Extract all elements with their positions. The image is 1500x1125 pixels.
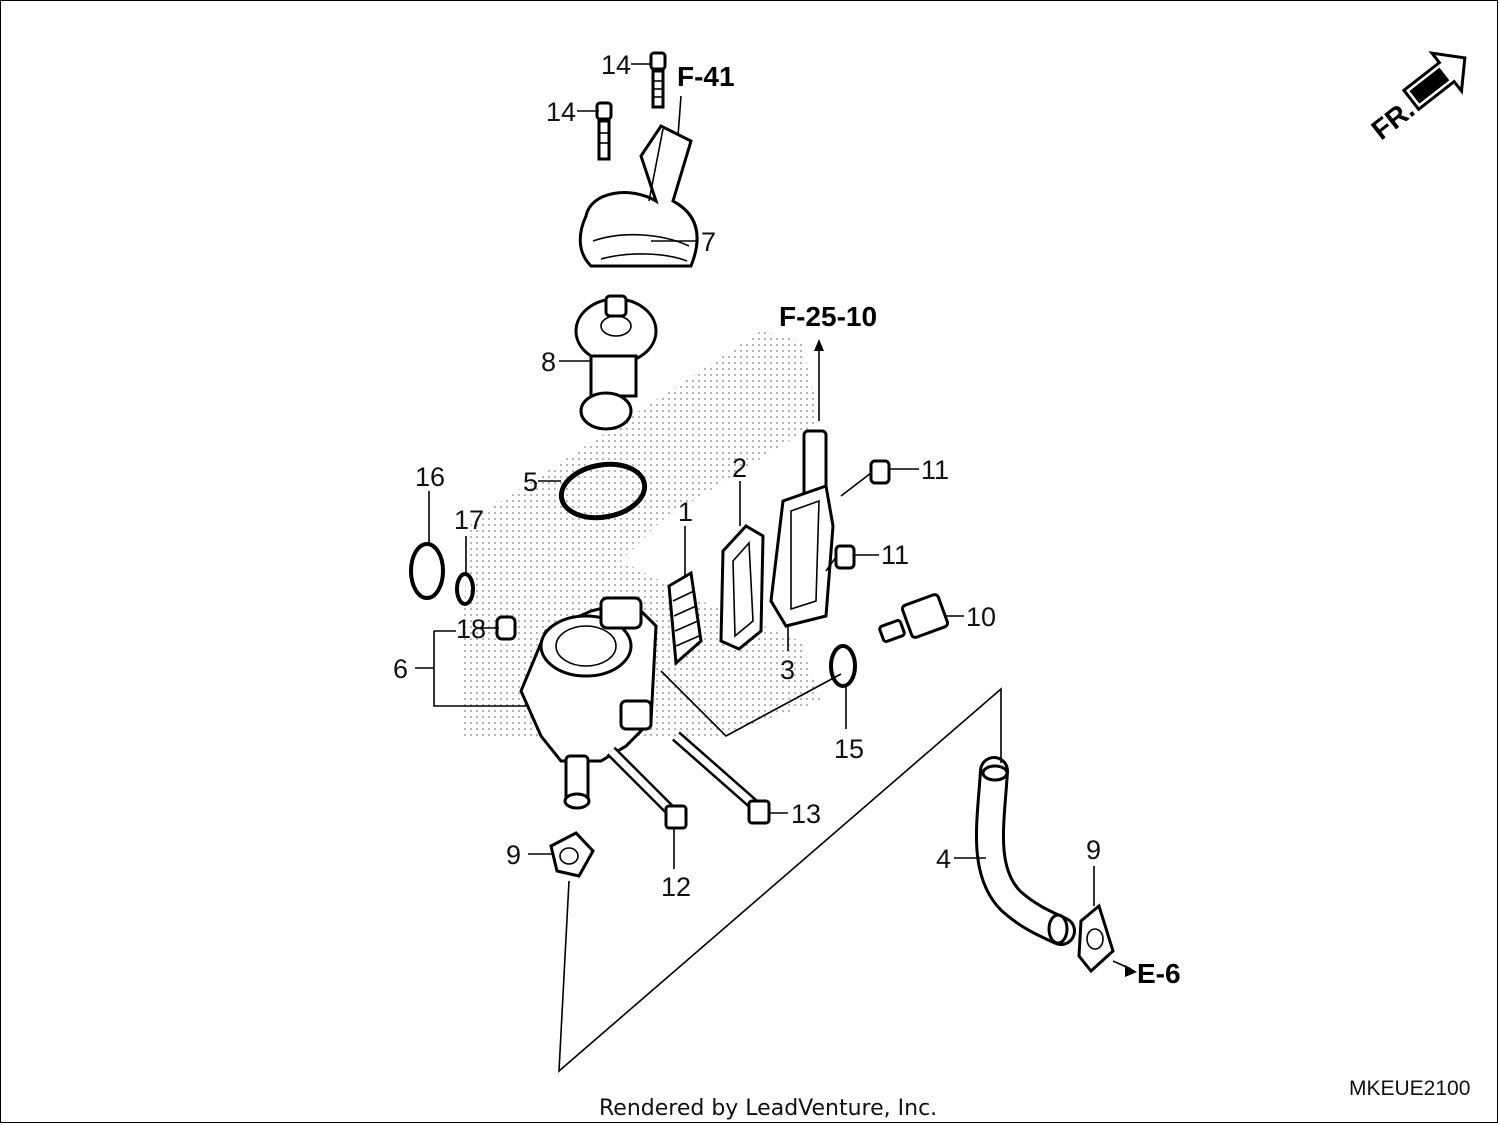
reference-e6: E-6: [1137, 958, 1181, 989]
o-ring-17: [455, 572, 475, 606]
reference-f25-10: F-25-10: [779, 301, 877, 332]
bolt-11-upper: [840, 459, 891, 497]
callout-10: 10: [966, 602, 996, 632]
thermostat-housing-6: [519, 596, 658, 810]
front-direction-arrow-icon: [1401, 51, 1467, 112]
cover-3: [769, 429, 835, 628]
callout-11-lower: 11: [881, 540, 909, 570]
callout-6: 6: [393, 654, 408, 684]
bolt-14-lower: [595, 101, 613, 161]
callout-14-lower: 14: [546, 97, 576, 127]
bolt-13: [672, 731, 771, 825]
bolt-12: [606, 746, 688, 830]
callout-16: 16: [415, 462, 445, 492]
callout-12: 12: [661, 872, 691, 902]
thermostat-cover-7: [578, 124, 699, 268]
sensor-10: [878, 593, 950, 643]
thermostat-8: [574, 294, 658, 431]
callout-17: 17: [454, 505, 484, 535]
callout-1: 1: [678, 497, 693, 527]
callout-9-right: 9: [1086, 835, 1101, 865]
o-ring-16: [409, 542, 445, 600]
leader-lines: [415, 63, 1137, 1073]
reference-f41: F-41: [677, 61, 735, 92]
callout-4: 4: [936, 844, 951, 874]
o-ring-5: [558, 461, 648, 521]
callout-18: 18: [456, 614, 486, 644]
callout-14-upper: 14: [601, 50, 631, 80]
plug-18: [495, 615, 517, 641]
bolt-11-lower: [825, 544, 856, 572]
callout-13: 13: [791, 799, 821, 829]
hose-4: [975, 756, 1076, 946]
filter-1: [667, 570, 703, 667]
render-credit: Rendered by LeadVenture, Inc.: [599, 1096, 937, 1121]
callout-3: 3: [780, 655, 795, 685]
callout-8: 8: [541, 347, 556, 377]
hose-clamp-9-left: [549, 831, 595, 878]
callout-5: 5: [523, 467, 538, 497]
diagram-code: MKEUE2100: [1349, 1077, 1470, 1100]
hose-clamp-9-right: [1077, 903, 1115, 974]
callout-9-left: 9: [506, 840, 521, 870]
callout-11-upper: 11: [921, 455, 949, 485]
callout-15: 15: [834, 734, 864, 764]
callout-2: 2: [732, 453, 747, 483]
callout-7: 7: [701, 227, 716, 257]
washer-15: [829, 644, 857, 688]
gasket-2: [719, 524, 765, 651]
bolt-14-upper: [649, 51, 667, 109]
